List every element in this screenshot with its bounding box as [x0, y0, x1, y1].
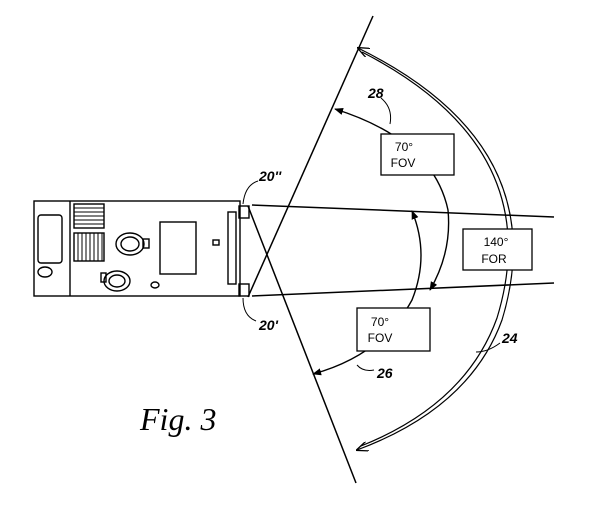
front-indicator — [212, 239, 220, 246]
for-unit: FOR — [481, 252, 507, 266]
for-box: 140° FOR — [462, 228, 533, 271]
vent-lower-slats — [77, 233, 103, 261]
fov-lower-box: 70° FOV — [356, 307, 431, 352]
vent-lower — [73, 232, 105, 262]
vehicle-body — [33, 200, 241, 297]
ref-20-upper: 20'' — [258, 168, 282, 184]
hatch-lower — [100, 270, 131, 292]
hatch-upper — [115, 232, 150, 256]
small-port — [150, 281, 160, 289]
ref-28: 28 — [367, 85, 384, 101]
figure-caption: Fig. 3 — [139, 401, 216, 437]
for-arc-24-outer — [356, 47, 514, 451]
rear-panel — [37, 214, 63, 264]
fov-upper-unit: FOV — [391, 156, 416, 170]
fov-boundary-lower — [247, 205, 357, 484]
fov-upper-box: 70° FOV — [380, 133, 455, 176]
sensor-20-upper — [238, 205, 250, 219]
upper-fov-arc-28 — [334, 108, 450, 291]
for-value: 140° — [484, 235, 509, 249]
front-bumper — [227, 211, 237, 285]
angle-arcs — [312, 47, 514, 451]
ref-20-lower: 20' — [258, 317, 279, 333]
leader-26 — [356, 364, 375, 371]
vent-upper-slats — [74, 207, 104, 225]
leader-20-upper — [242, 180, 259, 205]
roof-panel — [159, 221, 197, 275]
sensor-20-lower — [238, 283, 250, 297]
fov-boundary-upper — [247, 15, 374, 298]
vehicle — [33, 200, 250, 297]
fov-lower-value: 70° — [371, 315, 389, 329]
fov-upper-value: 70° — [395, 140, 413, 154]
ref-26: 26 — [376, 365, 393, 381]
for-arc-24-inner — [360, 51, 509, 447]
fov-lower-unit: FOV — [368, 331, 393, 345]
leader-20-lower — [242, 297, 257, 322]
ref-leaders — [242, 97, 501, 371]
rear-light — [37, 266, 53, 278]
ref-24: 24 — [501, 330, 518, 346]
leader-28 — [380, 97, 392, 125]
leader-24 — [475, 342, 501, 353]
lower-fov-arc-26 — [312, 210, 422, 376]
